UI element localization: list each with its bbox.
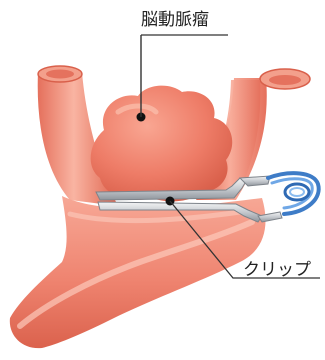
clip-spring: [268, 173, 319, 214]
aneurysm: [91, 86, 233, 202]
clip-label: クリップ: [243, 255, 311, 280]
main-vessel-trunk: [10, 196, 266, 348]
aneurysm-label: 脳動脈瘤: [141, 5, 209, 30]
